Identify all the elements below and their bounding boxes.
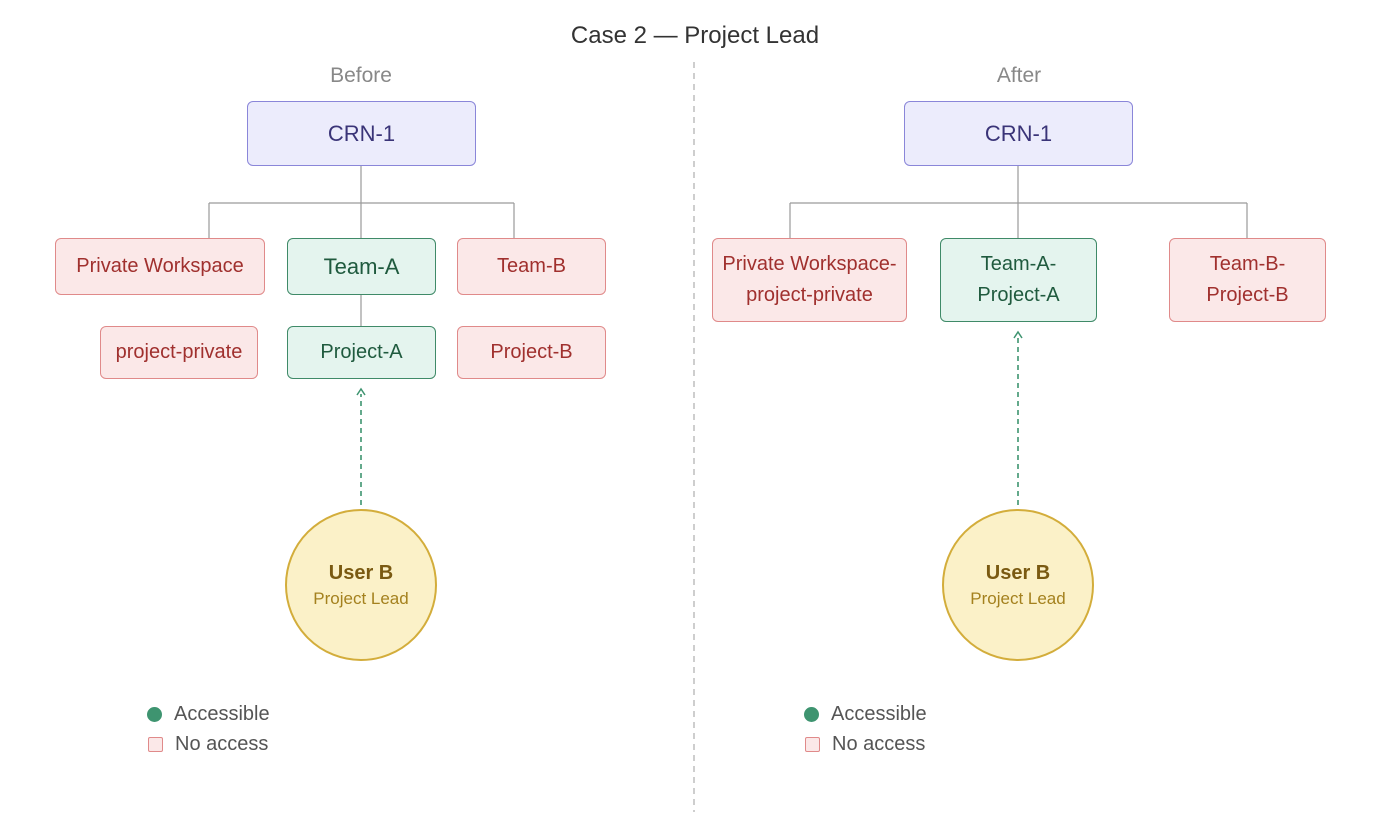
after-label: After: [996, 64, 1042, 87]
after-user-node: User B Project Lead: [942, 509, 1094, 661]
diagram-title: Case 2 — Project Lead: [570, 22, 820, 49]
after-root-node: CRN-1: [904, 101, 1133, 166]
legend-accessible-label: Accessible: [174, 703, 270, 725]
before-node-private-workspace: Private Workspace: [55, 238, 265, 295]
legend-no-access-label: No access: [175, 733, 269, 755]
before-legend-no-access: No access: [148, 733, 268, 756]
after-access-arrow: [1013, 330, 1023, 505]
after-user-name: User B: [985, 561, 1051, 584]
no-access-swatch: [805, 737, 820, 752]
legend-no-access-label: No access: [832, 733, 926, 755]
before-user-node: User B Project Lead: [285, 509, 437, 661]
after-node-team-a-project-a: Team-A- Project-A: [940, 238, 1097, 322]
after-node-private-workspace-project-private: Private Workspace- project-private: [712, 238, 907, 322]
before-legend-accessible: Accessible: [147, 703, 270, 726]
before-node-project-b: Project-B: [457, 326, 606, 379]
before-label: Before: [330, 64, 392, 87]
after-legend-accessible: Accessible: [804, 703, 927, 726]
after-legend-no-access: No access: [805, 733, 925, 756]
before-tree-edges: [208, 166, 515, 326]
legend-accessible-label: Accessible: [831, 703, 927, 725]
before-access-arrow: [356, 387, 366, 505]
before-node-project-private: project-private: [100, 326, 258, 379]
no-access-swatch: [148, 737, 163, 752]
after-node-team-b-project-b: Team-B- Project-B: [1169, 238, 1326, 322]
before-node-team-b: Team-B: [457, 238, 606, 295]
after-tree-edges: [789, 166, 1248, 238]
before-node-project-a: Project-A: [287, 326, 436, 379]
accessible-swatch: [147, 707, 162, 722]
after-user-role: Project Lead: [970, 588, 1066, 608]
before-user-name: User B: [328, 561, 394, 584]
before-root-node: CRN-1: [247, 101, 476, 166]
before-node-team-a: Team-A: [287, 238, 436, 295]
before-user-role: Project Lead: [313, 588, 409, 608]
accessible-swatch: [804, 707, 819, 722]
